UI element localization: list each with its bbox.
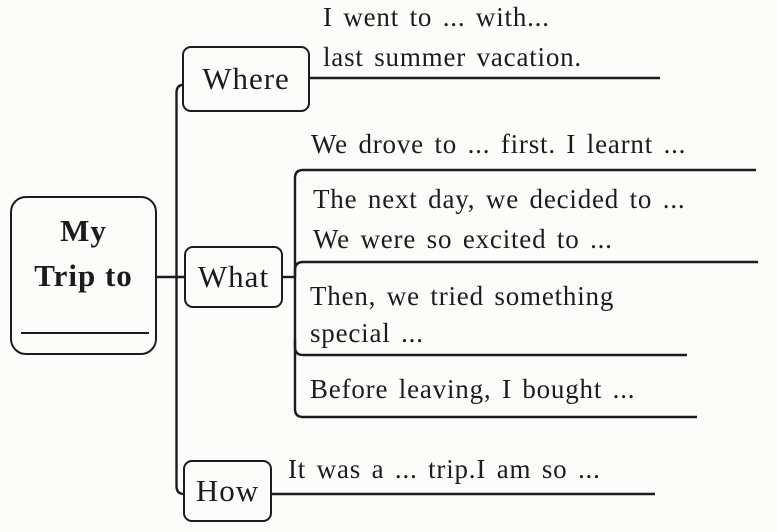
how-node: How [183,460,272,522]
where-node: Where [182,46,310,112]
what-branch-frame [293,168,756,419]
what-underline-2 [293,260,758,278]
how-node-label: How [195,473,260,508]
what-note-branch-4: Before leaving, I bought ... [310,374,636,404]
where-node-label: Where [202,61,290,96]
where-note-line-2: last summer vacation. [323,42,582,72]
what-note-branch-2-line-2: We were so excited to ... [313,224,613,254]
what-underline-3 [293,339,687,357]
main-spine-connector [175,83,185,496]
what-note-branch-3-line-2: special ... [310,318,424,348]
what-node-label: What [197,259,270,294]
what-note-branch-2-line-1: The next day, we decided to ... [313,184,686,214]
what-node: What [184,246,283,308]
what-note-branch-3-line-1: Then, we tried something [310,281,615,311]
what-note-branch-1: We drove to ... first. I learnt ... [311,129,687,159]
root-node-my-trip-to: My Trip to [10,196,157,355]
how-note-line-1: It was a ... trip.I am so ... [288,454,601,484]
root-title-line-1: My [60,213,107,248]
where-note-line-1: I went to ... with... [323,2,550,32]
root-title-line-2: Trip to [34,258,133,293]
root-blank-line [21,332,149,334]
